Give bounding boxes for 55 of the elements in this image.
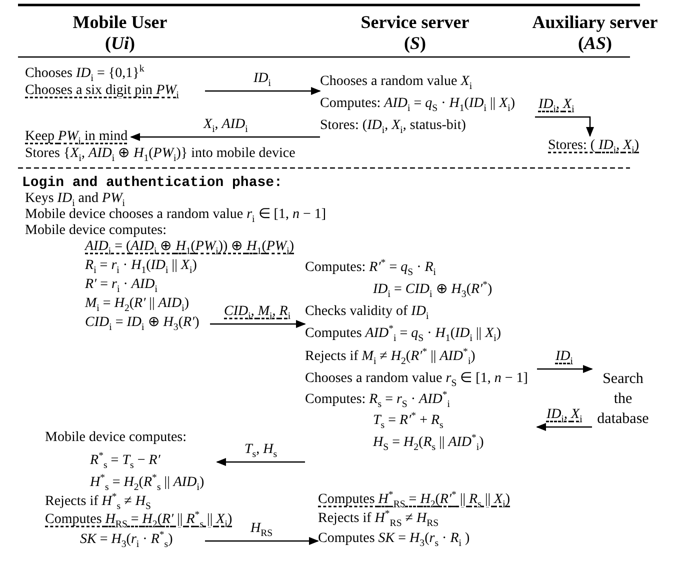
formula: AID$_{i}$ = (AID$_{i}$ ⊕ H$_{1}$(PW$_{i}$)) ⊕ H$_{1}$(PW$_{i}$) [85, 239, 294, 255]
step-text: Mobile device chooses a random value r$_{i}$ ∈ [1, n − 1] [25, 207, 326, 223]
edge-label: ID$_{i}$, X$_{i}$ [544, 408, 584, 422]
step-text: Stores: ( ID$_{i}$, X$_{i}$) [548, 138, 640, 154]
step-text: Mobile device computes: [45, 430, 187, 446]
step-text: Chooses ID$_{i}$ = {0,1}$^{k}$ [25, 66, 144, 82]
arrow [536, 423, 592, 431]
step-text: Computes: R′$^{*}$ = q$_{S}$ · R$_{i}$ [305, 260, 436, 276]
column-heading: (S) [402, 33, 427, 54]
step-text: Rejects if M$_{i}$ ≠ H$_{2}$(R′$^{*}$ || AID$^{*}$$_{i}$) [305, 349, 476, 365]
step-text: M$_{i}$ = H$_{2}$(R′ || AID$_{i}$) [85, 296, 189, 312]
arrow [535, 116, 594, 137]
step-text: Computes AID$^{*}$$_{i}$ = q$_{S}$ · H$_{1}$(ID$_{i}$ || X$_{i}$) [305, 326, 502, 342]
step-text: Mobile device computes: [25, 223, 167, 239]
column-heading: Mobile User [72, 12, 168, 33]
edge-label: X$_{i}$, AID$_{i}$ [202, 118, 250, 132]
step-text: Computes: AID$_{i}$ = q$_{S}$ · H$_{1}$(ID$_{i}$ || X$_{i}$) [320, 96, 516, 112]
edge-label: ID$_{i}$ [252, 72, 274, 86]
step-text: Chooses a six digit pin PW$_{i}$ [25, 83, 180, 99]
step-text: H$^{*}$$_{s}$ = H$_{2}$(R$^{*}$$_{s}$ || AID$_{i}$) [90, 475, 204, 491]
step-text: Chooses a random value r$_{S}$ ∈ [1, n − 1] [305, 371, 528, 387]
column-heading: Service server [360, 12, 470, 33]
edge-label: ID$_{i}$, X$_{i}$ [536, 98, 576, 112]
step-text: SK = H$_{3}$(r$_{i}$ · R$^{*}$$_{s}$) [80, 532, 173, 548]
edge-label: T$_{s}$, H$_{s}$ [242, 443, 280, 457]
edge-label: CID$_{i}$, M$_{i}$, R$_{i}$ [222, 305, 293, 319]
step-text: Checks validity of ID$_{i}$ [305, 304, 429, 320]
step-text: Keys ID$_{i}$ and PW$_{i}$ [25, 191, 125, 207]
step-text: Search the database [596, 370, 650, 429]
arrow [216, 458, 305, 466]
section-heading: Login and authentication phase: [22, 175, 282, 191]
step-text: CID$_{i}$ = ID$_{i}$ ⊕ H$_{3}$(R′) [85, 315, 200, 331]
arrow [205, 87, 321, 95]
step-text: R$^{*}$$_{s}$ = T$_{s}$ − R′ [90, 453, 160, 469]
arrow [205, 537, 319, 545]
step-text: T$_{s}$ = R′$^{*}$ + R$_{s}$ [373, 413, 444, 429]
step-text: Chooses a random value X$_{i}$ [320, 74, 472, 90]
step-text: R$_{i}$ = r$_{i}$ · H$_{1}$(ID$_{i}$ || X$_{i}$) [85, 258, 197, 274]
step-text: H$_{S}$ = H$_{2}$(R$_{s}$ || AID$^{*}$$_{i}$) [373, 435, 484, 451]
column-heading: (Ui) [104, 33, 136, 54]
arrow [210, 320, 306, 328]
step-text: Stores: (ID$_{i}$, X$_{i}$, status-bit) [320, 118, 466, 134]
edge-label: H$_{RS}$ [248, 522, 275, 536]
column-heading: (AS) [576, 33, 614, 54]
edge-label: ID$_{i}$ [554, 350, 576, 364]
column-heading: Auxiliary server [531, 12, 659, 33]
step-text: R′ = r$_{i}$ · AID$_{i}$ [85, 277, 158, 293]
step-text: Computes SK = H$_{3}$(r$_{s}$ · R$_{i}$ ) [318, 531, 470, 547]
step-text: ID$_{i}$ = CID$_{i}$ ⊕ H$_{3}$(R′$^{*}$) [373, 282, 492, 298]
arrow [537, 365, 593, 373]
step-text: Rejects if H$^{*}$$_{RS}$ ≠ H$_{RS}$ [318, 511, 439, 527]
step-text: Rejects if H$^{*}$$_{s}$ ≠ H$_{S}$ [45, 494, 151, 510]
step-text: Stores {X$_{i}$, AID$_{i}$ ⊕ H$_{1}$(PW$_{i}$)} into mobile device [25, 146, 296, 162]
arrow [130, 133, 320, 141]
step-text: Keep PW$_{i}$ in mind [25, 129, 128, 145]
